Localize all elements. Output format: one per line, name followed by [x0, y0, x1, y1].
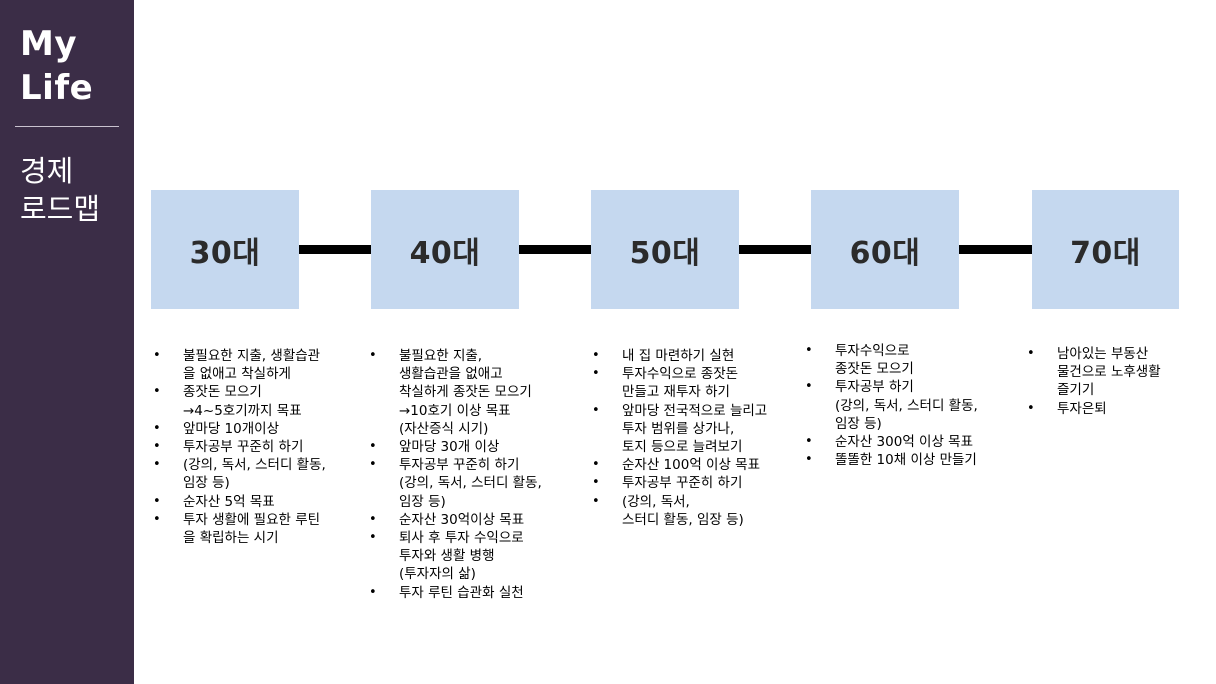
- stage-40s-list: 불필요한 지출, 생활습관을 없애고 착실하게 종잣돈 모으기 →10호기 이상…: [369, 347, 587, 602]
- brand-line-1: My: [20, 24, 77, 64]
- stage-box-40s: 40대: [371, 190, 519, 309]
- list-item: 순자산 300억 이상 목표: [805, 433, 1025, 451]
- list-item: 투자 생활에 필요한 루틴 을 확립하는 시기: [153, 511, 367, 547]
- list-item: 순자산 100억 이상 목표: [592, 456, 806, 474]
- list-item: 투자공부 꾸준히 하기: [592, 474, 806, 492]
- list-item: 순자산 5억 목표: [153, 493, 367, 511]
- list-item: 불필요한 지출, 생활습관을 없애고 착실하게 종잣돈 모으기 →10호기 이상…: [369, 347, 587, 438]
- list-item: 투자수익으로 종잣돈 만들고 재투자 하기: [592, 365, 806, 401]
- stage-60s-list: 투자수익으로 종잣돈 모으기 투자공부 하기 (강의, 독서, 스터디 활동, …: [805, 342, 1025, 470]
- list-item: 종잣돈 모으기 →4~5호기까지 목표: [153, 383, 367, 419]
- list-item: 남아있는 부동산 물건으로 노후생활 즐기기: [1027, 345, 1207, 400]
- list-item: 투자공부 꾸준히 하기 (강의, 독서, 스터디 활동, 임장 등): [369, 456, 587, 511]
- stage-label: 30대: [189, 235, 261, 271]
- section-title-line-2: 로드맵: [20, 192, 101, 226]
- stage-box-60s: 60대: [811, 190, 959, 309]
- list-item: 투자은퇴: [1027, 400, 1207, 418]
- stage-label: 50대: [629, 235, 701, 271]
- timeline-connector: [519, 245, 591, 254]
- list-item: 앞마당 10개이상: [153, 420, 367, 438]
- brand-line-2: Life: [20, 68, 94, 108]
- list-item: (강의, 독서, 스터디 활동, 임장 등): [592, 493, 806, 529]
- stage-label: 40대: [409, 235, 481, 271]
- section-title-line-1: 경제: [20, 154, 74, 188]
- list-item: 투자공부 꾸준히 하기: [153, 438, 367, 456]
- stage-50s-list: 내 집 마련하기 실현 투자수익으로 종잣돈 만들고 재투자 하기 앞마당 전국…: [592, 347, 806, 529]
- list-item: 투자 루틴 습관화 실천: [369, 584, 587, 602]
- stage-label: 70대: [1070, 235, 1141, 271]
- list-item: 똘똘한 10채 이상 만들기: [805, 451, 1025, 469]
- list-item: 앞마당 30개 이상: [369, 438, 587, 456]
- section-title: 경제 로드맵: [20, 152, 100, 228]
- timeline-connector: [299, 245, 371, 254]
- stage-70s-list: 남아있는 부동산 물건으로 노후생활 즐기기 투자은퇴: [1027, 345, 1207, 418]
- stage-box-30s: 30대: [151, 190, 299, 309]
- timeline-connector: [959, 245, 1032, 254]
- timeline-connector: [739, 245, 811, 254]
- sidebar-divider: [15, 126, 119, 127]
- list-item: 투자공부 하기 (강의, 독서, 스터디 활동, 임장 등): [805, 378, 1025, 433]
- list-item: 불필요한 지출, 생활습관 을 없애고 착실하게: [153, 347, 367, 383]
- stage-box-50s: 50대: [591, 190, 739, 309]
- list-item: 내 집 마련하기 실현: [592, 347, 806, 365]
- stage-30s-list: 불필요한 지출, 생활습관 을 없애고 착실하게 종잣돈 모으기 →4~5호기까…: [153, 347, 367, 547]
- list-item: 순자산 30억이상 목표: [369, 511, 587, 529]
- sidebar: My Life 경제 로드맵: [0, 0, 134, 684]
- stage-box-70s: 70대: [1032, 190, 1179, 309]
- list-item: 퇴사 후 투자 수익으로 투자와 생활 병행 (투자자의 삶): [369, 529, 587, 584]
- stage-label: 60대: [849, 235, 921, 271]
- list-item: (강의, 독서, 스터디 활동, 임장 등): [153, 456, 367, 492]
- list-item: 투자수익으로 종잣돈 모으기: [805, 342, 1025, 378]
- brand-title: My Life: [20, 22, 93, 110]
- list-item: 앞마당 전국적으로 늘리고 투자 범위를 상가나, 토지 등으로 늘려보기: [592, 402, 806, 457]
